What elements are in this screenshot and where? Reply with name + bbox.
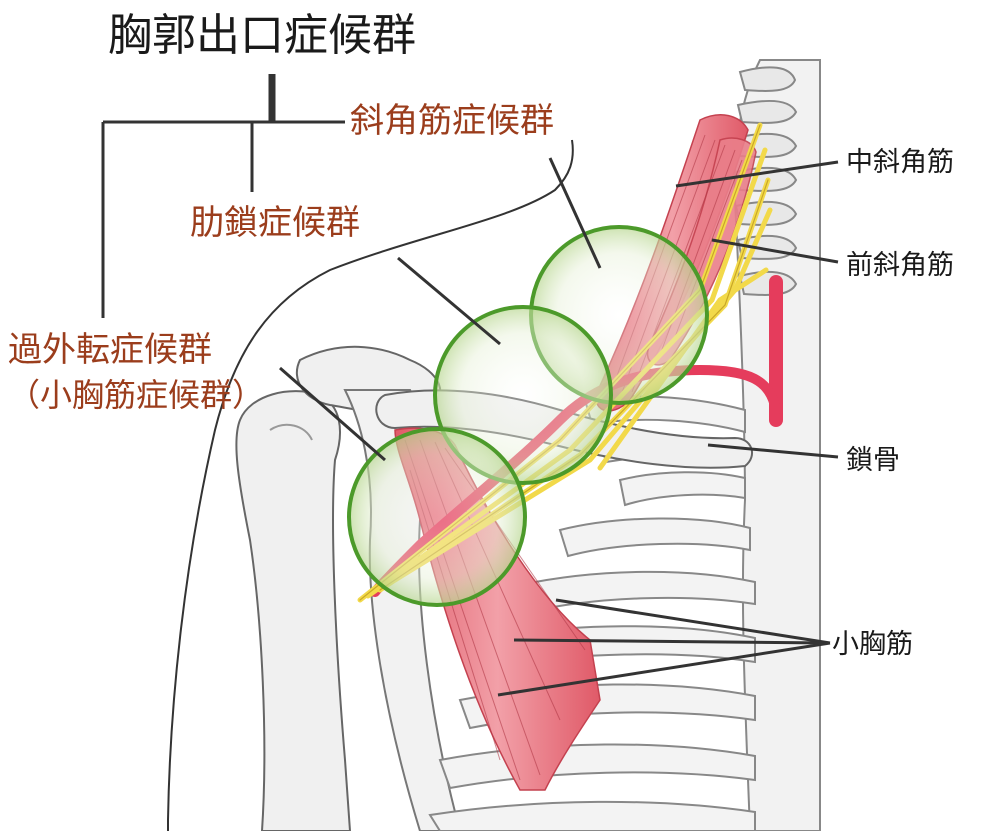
body-outline (167, 139, 574, 831)
pointer-pec-minor-2 (513, 638, 831, 645)
pointer-middle-scalene (675, 160, 839, 188)
label-costoclavicular-syndrome: 肋鎖症候群 (190, 203, 360, 243)
title-bracket (101, 74, 345, 318)
label-pectoralis-minor-syndrome: （小胸筋症候群） (8, 376, 265, 414)
humerus (235, 390, 352, 831)
label-scalene-syndrome: 斜角筋症候群 (350, 101, 554, 141)
label-middle-scalene: 中斜角筋 (846, 147, 954, 178)
pointer-pec-minor-3 (497, 641, 831, 697)
label-hyperabduction-syndrome: 過外転症候群 (8, 330, 212, 370)
pointer-scalene (548, 157, 602, 269)
pointer-anterior-scalene (711, 238, 839, 264)
zone-hyperabduction (347, 427, 527, 607)
page-title: 胸郭出口症候群 (108, 10, 416, 61)
pointer-lines (279, 157, 839, 697)
label-pectoralis-minor: 小胸筋 (832, 629, 913, 660)
pointer-costoclavicular (397, 256, 501, 346)
pointer-clavicle (707, 443, 839, 459)
pointer-pec-minor-1 (555, 598, 831, 645)
compression-zones (347, 225, 709, 607)
label-anterior-scalene: 前斜角筋 (846, 250, 954, 281)
label-clavicle: 鎖骨 (846, 445, 900, 476)
pointer-hyperabduction (279, 366, 386, 462)
